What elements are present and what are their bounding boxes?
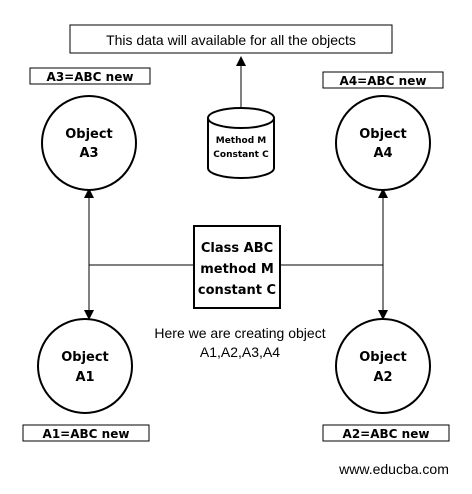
tag-a3-text: A3=ABC new xyxy=(47,70,134,84)
database-cylinder: Method M Constant C xyxy=(207,107,275,179)
object-a1-label-line1: Object xyxy=(61,350,109,365)
object-a4-circle xyxy=(335,95,431,191)
class-box-line1: Class ABC xyxy=(201,241,273,256)
object-a2-label-line2: A2 xyxy=(373,370,392,385)
object-a1-label-line2: A1 xyxy=(75,370,94,385)
tag-a3 xyxy=(29,67,151,85)
tag-a1-text: A1=ABC new xyxy=(43,427,130,441)
object-a3-circle xyxy=(41,95,137,191)
object-a4-label-line2: A4 xyxy=(373,146,392,161)
caption-line2: A1,A2,A3,A4 xyxy=(200,344,280,360)
class-box xyxy=(193,225,281,309)
tag-a1 xyxy=(22,424,150,442)
class-box-line3: constant C xyxy=(198,283,276,298)
tag-a4-text: A4=ABC new xyxy=(340,74,427,88)
watermark: www.educba.com xyxy=(338,461,449,477)
tag-a2 xyxy=(322,424,450,442)
database-line2: Constant C xyxy=(213,150,269,160)
object-a2-label-line1: Object xyxy=(359,350,407,365)
object-a1-circle xyxy=(37,318,133,414)
header-note-box xyxy=(69,24,393,54)
database-line1: Method M xyxy=(216,136,267,146)
caption-line1: Here we are creating object xyxy=(154,325,325,341)
tag-a4 xyxy=(322,71,444,89)
object-a3-label-line1: Object xyxy=(65,127,113,142)
object-a2-circle xyxy=(335,318,431,414)
class-box-line2: method M xyxy=(200,262,274,277)
object-a3-label-line2: A3 xyxy=(79,146,98,161)
header-note-text: This data will available for all the obj… xyxy=(106,32,356,48)
object-a4-label-line1: Object xyxy=(359,127,407,142)
tag-a2-text: A2=ABC new xyxy=(343,427,430,441)
